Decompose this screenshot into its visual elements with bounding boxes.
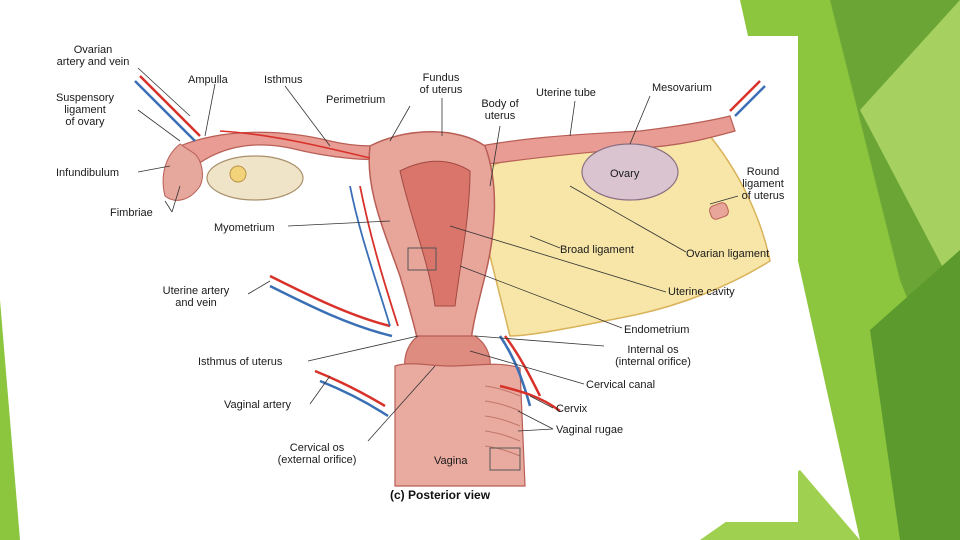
label-line: ligament [742,178,784,190]
label-line: of ovary [65,116,105,128]
label-line: Vaginal artery [224,399,292,411]
green-shape-left [0,300,20,540]
label-line: (external orifice) [277,454,357,466]
label-line: Endometrium [624,324,690,336]
side-vessel-left [349,185,391,327]
label-line: Myometrium [214,222,275,234]
label-line: Ovary [610,168,640,180]
label-line: Round [746,166,780,178]
label-line: Isthmus [264,74,303,86]
label-line: Broad ligament [560,244,634,256]
leader-lines [137,67,739,442]
green-shape-right-dark [870,250,960,540]
label-line: Uterine tube [536,87,596,99]
label-line: Infundibulum [56,167,119,179]
left-ovary-follicle [229,165,247,183]
label-line: Perimetrium [326,94,386,106]
label-line: Vagina [434,455,468,467]
label-internal-os: Internal os (internal orifice) [598,344,708,368]
label-line: Cervical os [289,442,345,454]
label-line: artery and vein [56,56,130,68]
label-line: (internal orifice) [615,356,691,368]
inset-box-lower [489,447,521,471]
label-body-of-uterus: Body of uterus [470,98,530,122]
inset-box-upper [407,247,437,271]
label-line: Ampulla [188,74,228,86]
label-cervical-os: Cervical os (external orifice) [262,442,372,466]
label-vagina: Vagina [434,455,467,467]
label-ovary: Ovary [610,168,639,180]
side-artery-left [359,185,399,327]
label-line: Ovarian ligament [686,248,770,260]
label-line: Uterine artery [162,285,230,297]
label-line: uterus [484,110,516,122]
vaginal-artery-left [314,369,386,408]
vaginal-rugae-lines [484,385,521,457]
uterus-illustration [134,67,771,487]
cervix-artery-right [499,384,561,413]
label-myometrium: Myometrium [214,222,275,234]
uterine-tube-right [469,115,736,167]
label-cervical-canal: Cervical canal [586,379,655,391]
label-ampulla: Ampulla [188,74,228,86]
green-shape-right-light [860,0,960,300]
left-ovary [206,155,304,201]
label-isthmus-of-uterus: Isthmus of uterus [198,356,282,368]
label-line: Body of [481,98,519,110]
label-line: Fimbriae [110,207,153,219]
label-fundus-of-uterus: Fundus of uterus [406,72,476,96]
label-infundibulum: Infundibulum [56,167,119,179]
anatomy-figure: Ovarian artery and vein Suspensory ligam… [30,36,798,522]
vaginal-artery-right [503,335,542,397]
label-ovarian-ligament: Ovarian ligament [686,248,769,260]
label-mesovarium: Mesovarium [652,82,712,94]
label-endometrium: Endometrium [624,324,689,336]
label-line: Fundus [422,72,460,84]
vagina-shape [394,363,526,487]
label-line: of uterus [741,190,785,202]
uterine-tube-left [179,131,401,167]
label-isthmus: Isthmus [264,74,303,86]
label-line: Ovarian [73,44,113,56]
label-line: Suspensory [55,92,115,104]
label-perimetrium: Perimetrium [326,94,385,106]
label-suspensory-ligament: Suspensory ligament of ovary [40,92,130,128]
label-line: Cervical canal [586,379,656,391]
vaginal-vein-left [319,379,389,418]
uterine-cavity-shape [399,160,471,307]
ovarian-artery-right [729,80,761,112]
label-line: of uterus [419,84,463,96]
label-cervix: Cervix [556,403,587,415]
label-vaginal-artery: Vaginal artery [224,399,291,411]
label-broad-ligament: Broad ligament [560,244,634,256]
label-line: Internal os [627,344,679,356]
label-line: Uterine cavity [668,286,735,298]
uterine-artery-left [269,274,391,328]
label-line: Mesovarium [652,82,712,94]
fimbriae-shape [162,143,203,201]
ovarian-artery-left [139,75,201,137]
label-line: and vein [175,297,217,309]
label-line: Vaginal rugae [556,424,624,436]
ovarian-vein-right [734,85,766,117]
tube-artery-left [219,130,371,159]
label-line: ligament [64,104,106,116]
figure-caption: (c) Posterior view [390,488,491,502]
label-fimbriae: Fimbriae [110,207,153,219]
vaginal-vein-right [498,335,532,407]
label-uterine-tube: Uterine tube [536,87,596,99]
label-uterine-cavity: Uterine cavity [668,286,735,298]
label-uterine-artery-and-vein: Uterine artery and vein [146,285,246,309]
label-ovarian-artery-and-vein: Ovarian artery and vein [48,44,138,68]
label-line: Isthmus of uterus [198,356,283,368]
label-vaginal-rugae: Vaginal rugae [556,424,623,436]
ovarian-vein-left [134,80,196,142]
round-ligament-shape [709,202,729,220]
label-round-ligament: Round ligament of uterus [730,166,796,202]
label-line: Cervix [556,403,588,415]
uterine-vein-left [269,284,393,338]
blood-vessels [134,75,766,418]
